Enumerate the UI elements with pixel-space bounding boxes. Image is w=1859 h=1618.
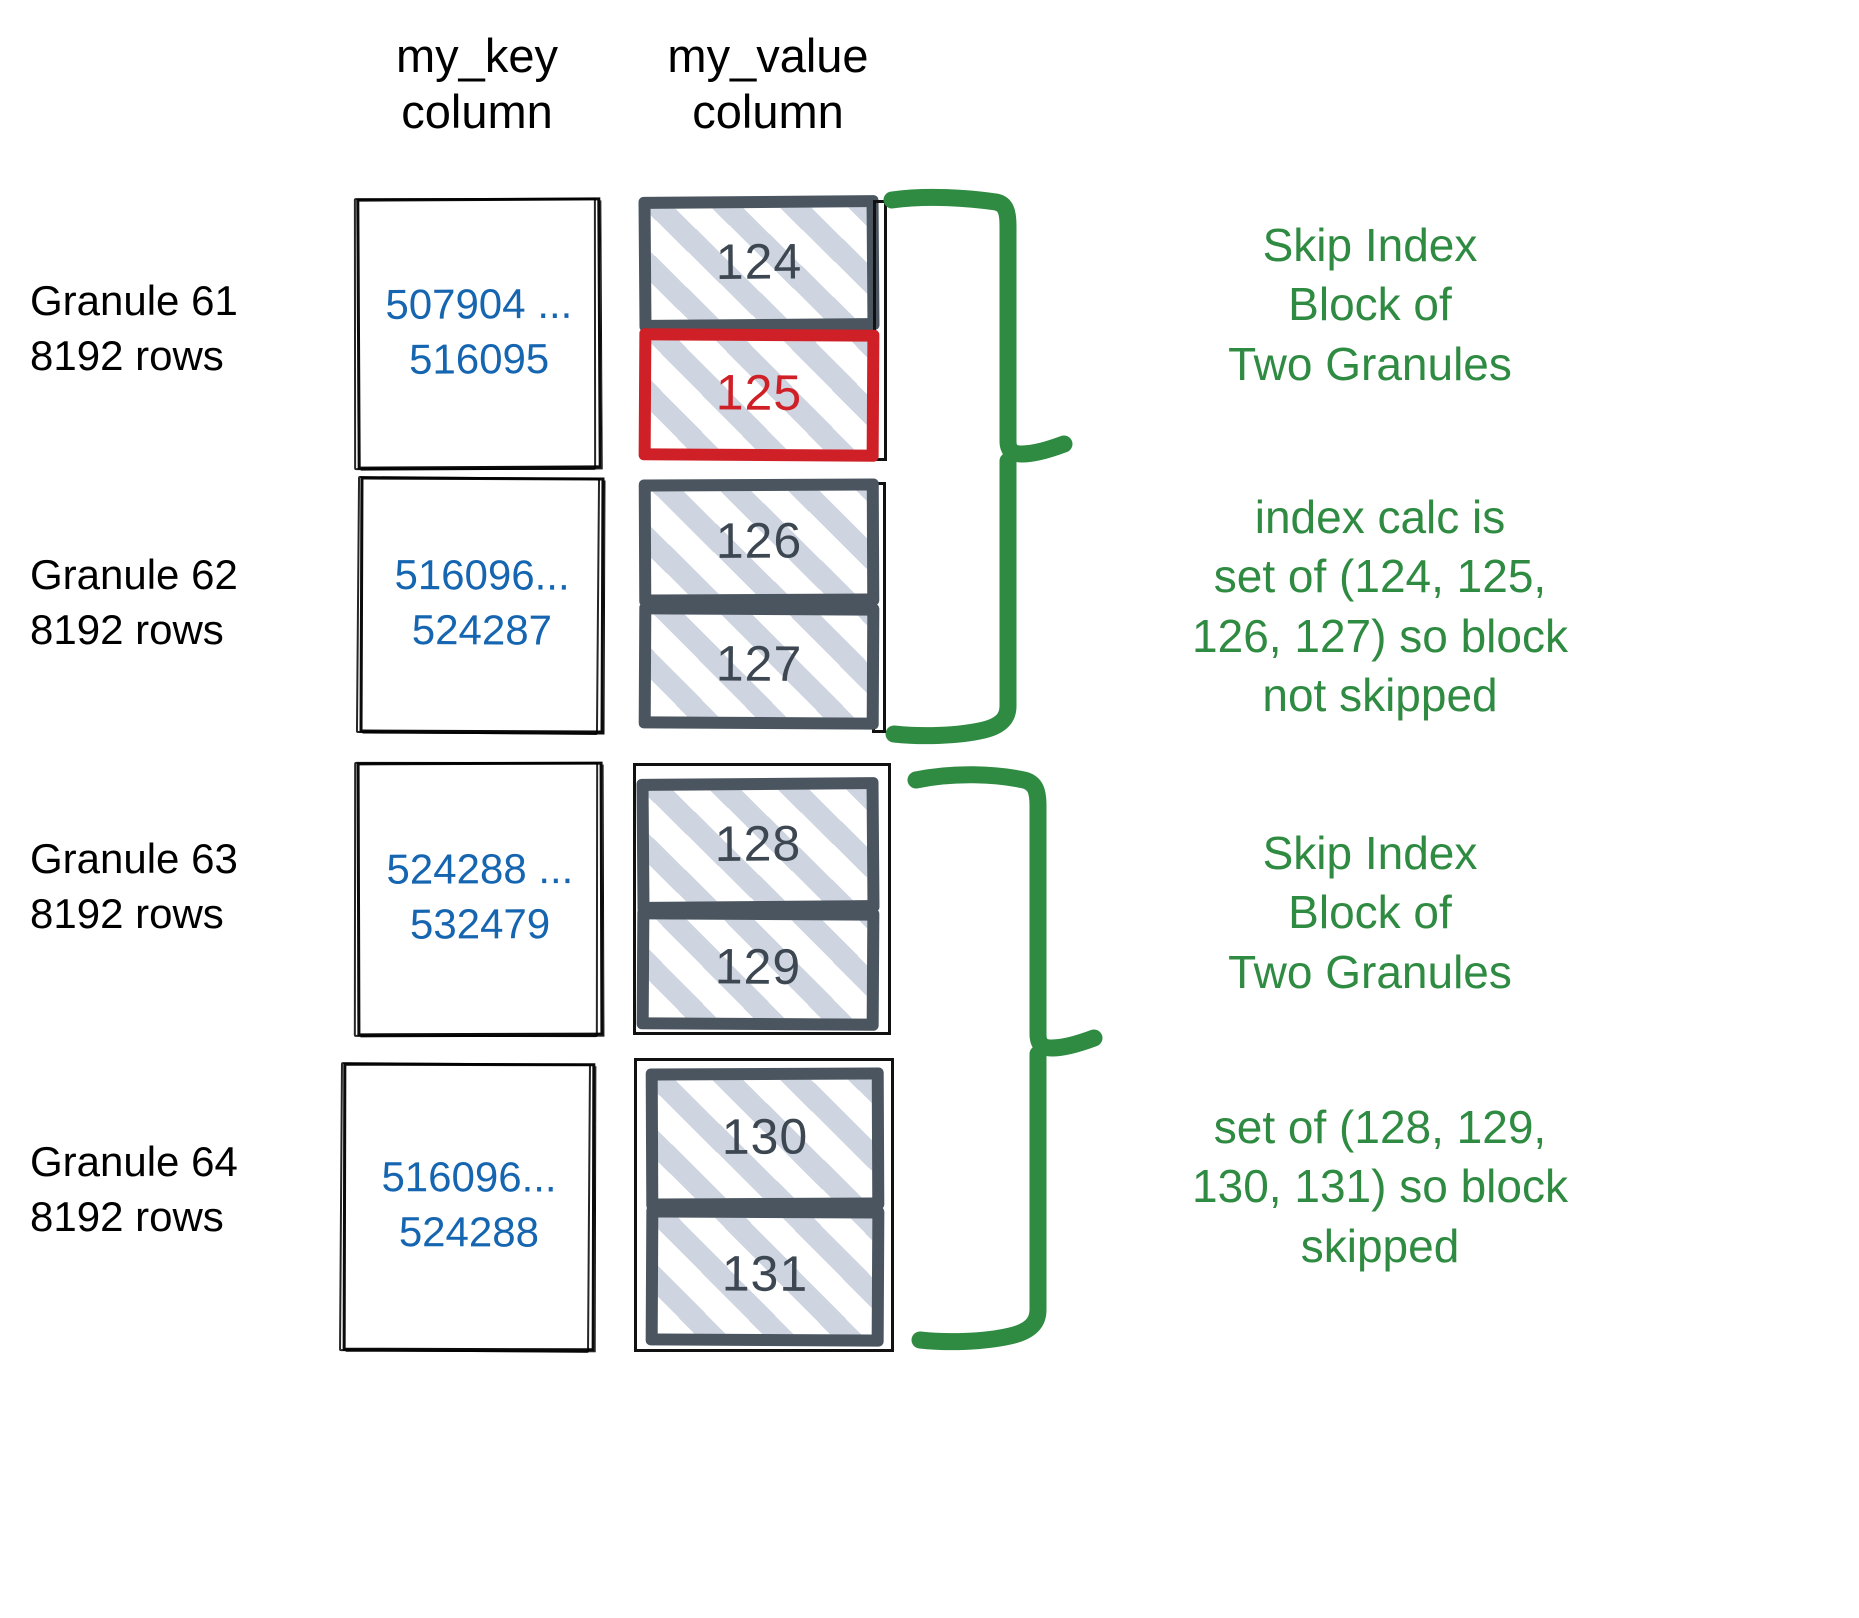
skip-index-brace-1 (883, 186, 1088, 746)
annotation-set-skipped: set of (128, 129, 130, 131) so block ski… (1192, 1101, 1568, 1272)
key-range-granule-62: 516096... 524287 (394, 551, 570, 655)
annotation-index-calc-not-skipped: index calc is set of (124, 125, 126, 127… (1192, 491, 1568, 721)
value-box-129: 129 (636, 907, 880, 1031)
value-label-127: 127 (715, 635, 803, 692)
value-label-128: 128 (714, 814, 802, 872)
key-box-granule-62: 516096... 524287 (359, 476, 605, 734)
key-box-granule-64: 516096... 524288 (342, 1062, 596, 1352)
value-label-129: 129 (714, 938, 802, 995)
key-range-granule-64: 516096... 524288 (381, 1153, 557, 1256)
column-header-my-value: my_value column (667, 29, 869, 138)
annotation-skip-index-block-2: Skip Index Block of Two Granules (1228, 827, 1512, 998)
skip-index-brace-2 (907, 762, 1120, 1352)
key-box-granule-61: 507904 ... 516095 (356, 197, 602, 470)
value-box-130: 130 (645, 1067, 885, 1211)
value-label-131: 131 (721, 1245, 809, 1302)
granule-label-63: Granule 63 8192 rows (30, 835, 238, 937)
value-box-128: 128 (636, 777, 880, 914)
value-label-125: 125 (715, 364, 803, 421)
granule-label-62: Granule 62 8192 rows (30, 551, 238, 653)
key-box-granule-63: 524288 ... 532479 (356, 761, 604, 1037)
value-box-131: 131 (645, 1205, 885, 1347)
granule-label-61: Granule 61 8192 rows (30, 277, 238, 379)
annotation-skip-index-block-1: Skip Index Block of Two Granules (1228, 219, 1512, 390)
value-box-125-highlighted: 125 (638, 328, 880, 462)
column-header-my-key: my_key column (396, 29, 558, 138)
value-label-126: 126 (715, 511, 803, 569)
key-range-granule-63: 524288 ... 532479 (386, 845, 574, 949)
value-box-126: 126 (638, 478, 880, 607)
value-box-127: 127 (638, 602, 880, 730)
key-range-granule-61: 507904 ... 516095 (385, 279, 573, 383)
granule-label-64: Granule 64 8192 rows (30, 1138, 238, 1240)
value-label-130: 130 (721, 1108, 809, 1165)
value-box-124: 124 (638, 195, 880, 332)
value-label-124: 124 (715, 232, 803, 290)
